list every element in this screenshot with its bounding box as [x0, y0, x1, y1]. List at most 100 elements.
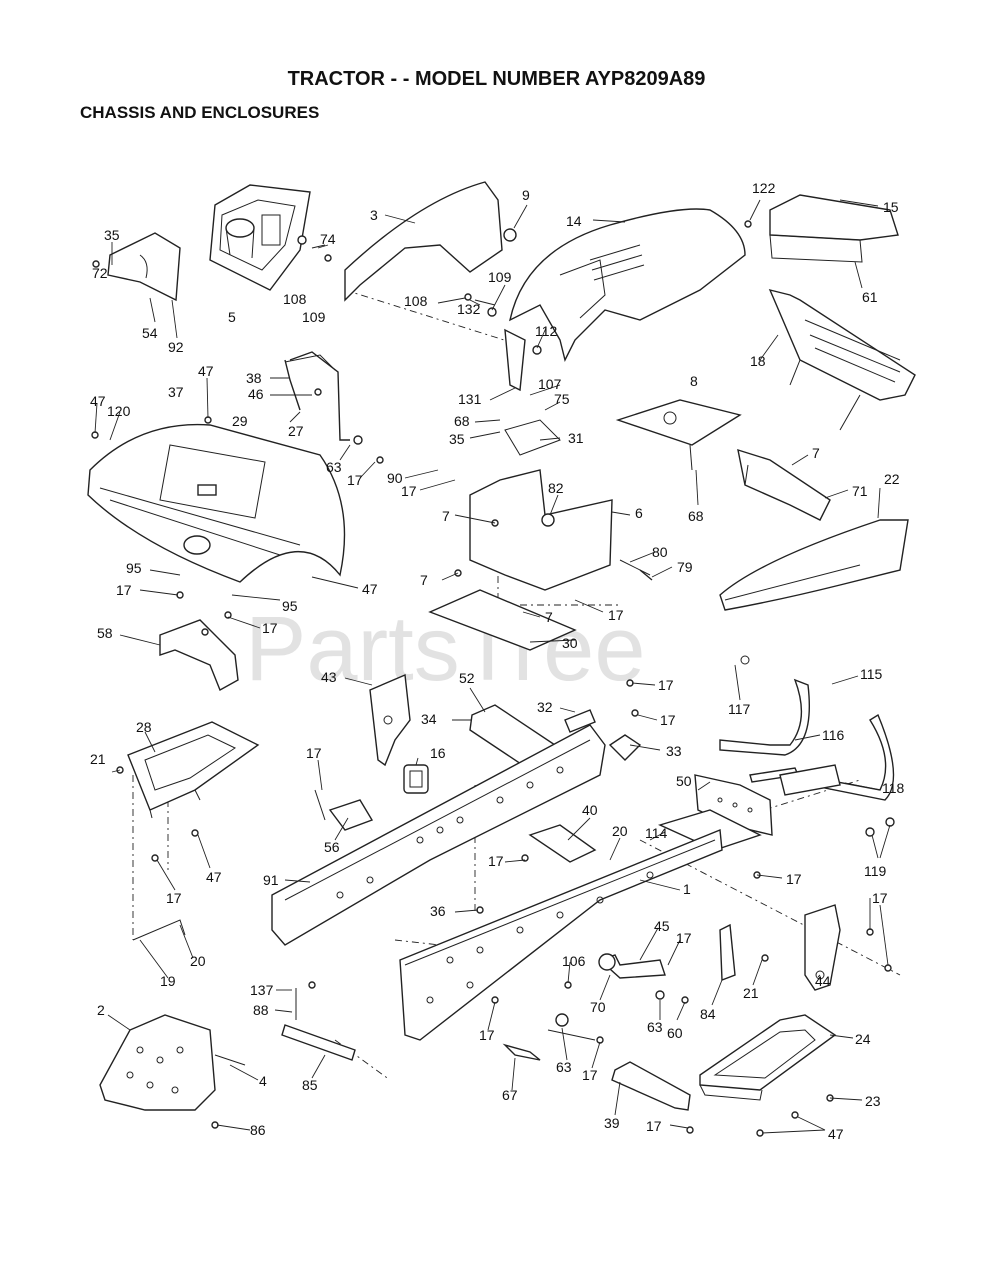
callout-label: 17	[658, 677, 674, 693]
callout-label: 17	[347, 472, 363, 488]
part-side-panel-3	[344, 181, 517, 302]
callout-label: 47	[90, 393, 106, 409]
part-bracket-84	[719, 923, 769, 982]
callout-label: 31	[568, 430, 584, 446]
callout-label: 61	[862, 289, 878, 305]
callout-label: 7	[420, 572, 428, 588]
callout-labels: 9 3 14 122 15 35 74 72 108 109 54 5 92 1…	[90, 180, 905, 1142]
callout-label: 43	[321, 669, 337, 685]
callout-label: 17	[608, 607, 624, 623]
part-plate-2	[99, 1014, 246, 1111]
part-bracket-15	[744, 194, 899, 263]
callout-label: 7	[545, 609, 553, 625]
callout-label: 17	[646, 1118, 662, 1134]
callout-label: 44	[815, 973, 831, 989]
callout-label: 35	[104, 227, 120, 243]
callout-label: 17	[660, 712, 676, 728]
part-bracket-39	[611, 1061, 691, 1111]
part-frame-rail-1	[399, 828, 723, 1041]
callout-label: 70	[590, 999, 606, 1015]
callout-label: 18	[750, 353, 766, 369]
callout-label: 47	[206, 869, 222, 885]
leader-lines	[94, 199, 891, 1134]
callout-label: 122	[752, 180, 776, 196]
callout-label: 90	[387, 470, 403, 486]
callout-label: 5	[228, 309, 236, 325]
callout-label: 119	[864, 863, 887, 879]
callout-label: 2	[97, 1002, 105, 1018]
callout-label: 45	[654, 918, 670, 934]
callout-label: 27	[288, 423, 304, 439]
callout-label: 23	[865, 1093, 881, 1109]
callout-label: 3	[370, 207, 378, 223]
part-link-67	[502, 1013, 596, 1061]
part-frame-rail-91	[271, 724, 606, 946]
callout-label: 29	[232, 413, 248, 429]
callout-label: 63	[326, 459, 342, 475]
part-rod-85	[281, 988, 356, 1061]
callout-label: 17	[872, 890, 888, 906]
part-bracket-56	[314, 789, 374, 831]
callout-label: 95	[282, 598, 298, 614]
callout-label: 15	[883, 199, 899, 215]
callout-label: 68	[454, 413, 470, 429]
callout-label: 17	[166, 890, 182, 906]
callout-label: 40	[582, 802, 598, 818]
callout-label: 109	[488, 269, 512, 285]
callout-label: 46	[248, 386, 264, 402]
callout-label: 6	[635, 505, 643, 521]
callout-label: 72	[92, 265, 108, 281]
part-grommet-16	[403, 764, 429, 794]
callout-label: 68	[688, 508, 704, 524]
callout-label: 79	[677, 559, 693, 575]
callout-label: 108	[404, 293, 428, 309]
callout-label: 47	[362, 581, 378, 597]
callout-label: 1	[683, 881, 691, 897]
part-footrest-24	[699, 1014, 837, 1101]
callout-label: 8	[690, 373, 698, 389]
callout-label: 107	[538, 376, 562, 392]
callout-label: 56	[324, 839, 340, 855]
callout-label: 108	[283, 291, 307, 307]
callout-label: 132	[457, 301, 481, 317]
callout-label: 52	[459, 670, 475, 686]
part-bracket-33	[608, 734, 642, 761]
callout-label: 4	[259, 1073, 267, 1089]
callout-label: 63	[556, 1059, 572, 1075]
callout-label: 91	[263, 872, 279, 888]
part-seat-bracket-29	[284, 351, 384, 464]
callout-label: 58	[97, 625, 113, 641]
callout-label: 71	[852, 483, 868, 499]
callout-label: 117	[728, 701, 751, 717]
callout-label: 7	[812, 445, 820, 461]
callout-label: 22	[884, 471, 900, 487]
callout-label: 17	[676, 930, 692, 946]
callout-label: 33	[666, 743, 682, 759]
part-dash-panel-5	[209, 184, 311, 291]
callout-label: 47	[828, 1126, 844, 1142]
callout-label: 20	[190, 953, 206, 969]
callout-label: 36	[430, 903, 446, 919]
part-dash-assembly-6	[469, 419, 653, 591]
part-fender-37	[87, 423, 346, 583]
callout-label: 17	[582, 1067, 598, 1083]
part-bracket-58	[159, 619, 239, 691]
fasteners-top-left	[297, 235, 332, 262]
callout-label: 118	[882, 780, 905, 796]
callout-label: 28	[136, 719, 152, 735]
callout-label: 63	[647, 1019, 663, 1035]
part-bracket-44	[804, 904, 841, 991]
callout-label: 17	[306, 745, 322, 761]
part-bracket-118	[779, 764, 895, 837]
callout-label: 7	[442, 508, 450, 524]
callout-label: 17	[116, 582, 132, 598]
callout-label: 17	[262, 620, 278, 636]
callout-label: 16	[430, 745, 446, 761]
callout-label: 20	[612, 823, 628, 839]
part-grille-18	[768, 288, 916, 431]
callout-label: 92	[168, 339, 184, 355]
callout-label: 60	[667, 1025, 683, 1041]
callout-label: 137	[250, 982, 274, 998]
